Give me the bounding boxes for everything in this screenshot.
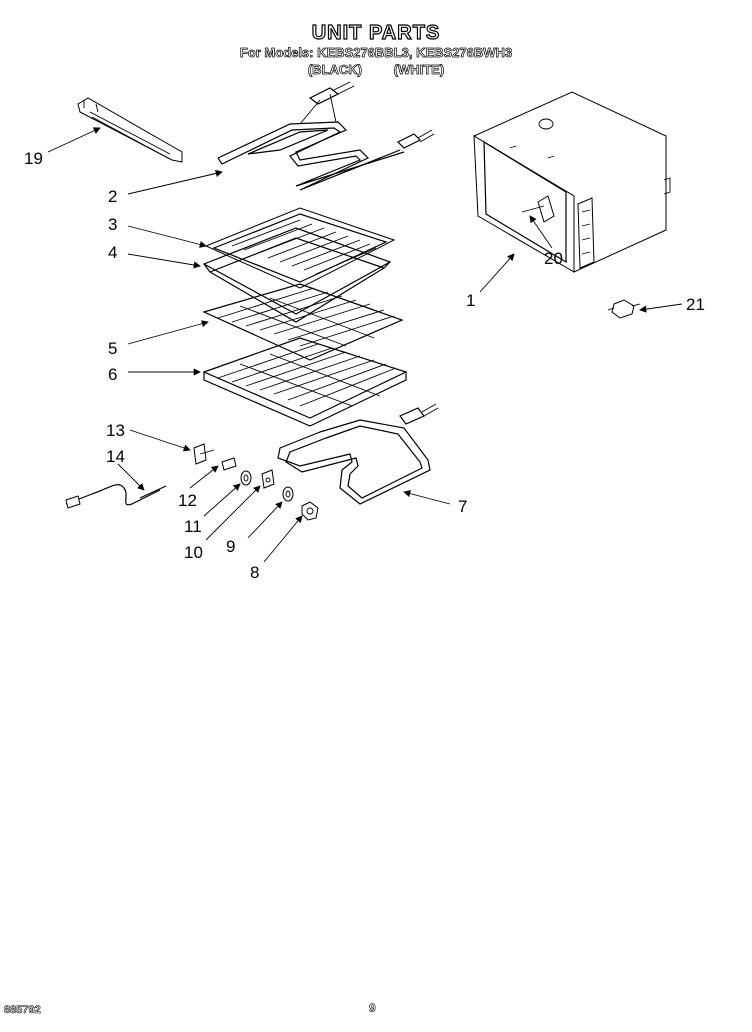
color-variants: (BLACK) (WHITE) <box>0 62 752 78</box>
page-title: UNIT PARTS <box>311 21 441 44</box>
part-1-oven-cavity <box>472 91 671 273</box>
models-line: For Models: KEBS276BBL3, KEBS276BWH3 <box>239 45 513 61</box>
callout-3: 3 <box>108 215 117 234</box>
part-14-sensor-probe <box>65 484 167 509</box>
color-white: (WHITE) <box>393 62 445 78</box>
leader-lines <box>47 127 683 563</box>
callout-14: 14 <box>106 447 125 466</box>
callout-19: 19 <box>24 149 43 168</box>
part-21-switch <box>607 299 641 319</box>
part-5-oven-rack <box>202 283 404 361</box>
callout-4: 4 <box>108 243 117 262</box>
part-2-broil-element <box>217 81 435 191</box>
callout-13: 13 <box>106 421 125 440</box>
callout-5: 5 <box>108 339 117 358</box>
part-3-broiler-pan-grid <box>204 207 396 289</box>
callout-9: 9 <box>226 537 235 556</box>
callout-12: 12 <box>178 491 197 510</box>
part-12-sleeve <box>221 457 237 471</box>
callout-21: 21 <box>686 295 705 314</box>
doc-number: 885792 <box>4 1004 41 1017</box>
callout-1: 1 <box>466 291 475 310</box>
part-8-nut <box>301 501 319 521</box>
callout-8: 8 <box>250 563 259 582</box>
callout-11: 11 <box>184 517 202 536</box>
part-19-bracket <box>77 97 183 163</box>
part-6-oven-rack <box>202 337 408 427</box>
callout-2: 2 <box>108 187 117 206</box>
part-11-washer <box>240 470 252 486</box>
callout-6: 6 <box>108 365 117 384</box>
part-10-bracket <box>261 469 275 489</box>
color-black: (BLACK) <box>307 62 362 78</box>
part-4-broiler-pan <box>202 227 392 323</box>
page-number: 9 <box>369 1001 376 1016</box>
callout-20: 20 <box>544 249 563 268</box>
part-9-washer <box>282 486 294 502</box>
callout-7: 7 <box>458 497 467 516</box>
part-7-bake-element <box>277 403 439 505</box>
part-13-clip <box>193 443 215 465</box>
callout-10: 10 <box>184 543 203 562</box>
